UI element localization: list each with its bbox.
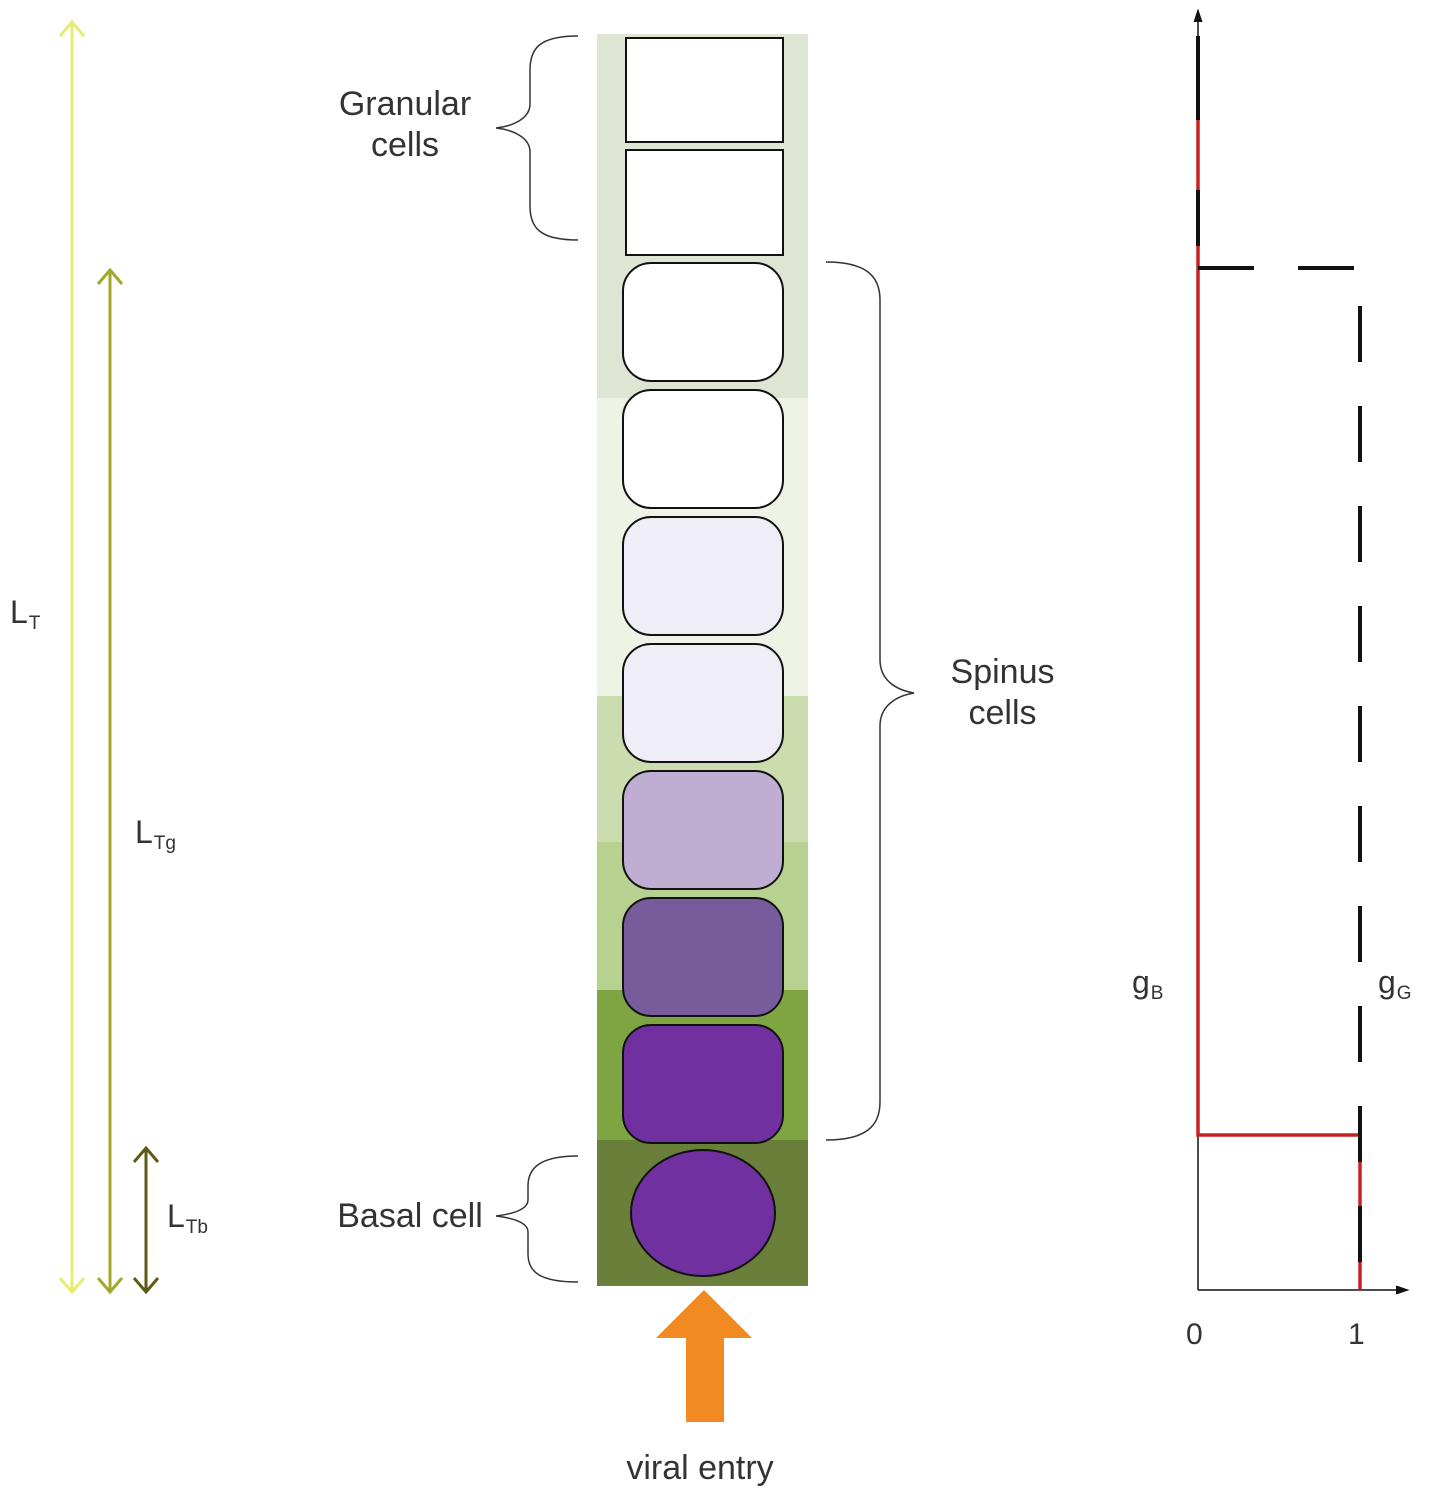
x-tick-0: 0 — [1186, 1318, 1203, 1351]
spinus-cell — [622, 389, 784, 509]
granular-cell — [625, 37, 784, 143]
spinus-cell — [622, 643, 784, 763]
gB-label: gB — [1132, 964, 1164, 1004]
spinus-cell — [622, 897, 784, 1017]
length-arrow-LTb — [132, 1145, 160, 1295]
spinus-cell — [622, 770, 784, 890]
viral-entry-label: viral entry — [626, 1449, 774, 1487]
length-label-LT: LT — [10, 594, 41, 634]
x-axis-arrowhead — [1395, 1285, 1410, 1295]
gG-label: gG — [1378, 964, 1412, 1004]
length-arrow-LTg — [96, 267, 124, 1295]
granular-cells — [625, 37, 784, 256]
granular-brace — [495, 35, 579, 241]
gB-line — [1196, 120, 1362, 1290]
y-axis-arrowhead — [1193, 8, 1203, 23]
spinus-brace — [825, 261, 915, 1141]
length-arrow-LT — [58, 19, 86, 1295]
basal-cell — [630, 1149, 776, 1277]
viral-entry-arrow — [656, 1290, 752, 1422]
gG-line — [1198, 266, 1362, 1290]
granular-label: Granular cells — [338, 85, 472, 165]
basal-label: Basal cell — [337, 1197, 483, 1235]
spinus-cell — [622, 516, 784, 636]
x-tick-1: 1 — [1348, 1318, 1365, 1351]
length-label-LTg: LTg — [135, 814, 176, 854]
spinus-label: Spinus cells — [950, 653, 1055, 733]
profile-plot — [1193, 8, 1410, 1295]
length-label-LTb: LTb — [167, 1198, 208, 1238]
granular-cell — [625, 149, 784, 256]
basal-brace — [495, 1155, 579, 1283]
spinus-cell — [622, 1024, 784, 1144]
spinus-cell — [622, 262, 784, 382]
spinus-cells — [622, 262, 784, 1144]
